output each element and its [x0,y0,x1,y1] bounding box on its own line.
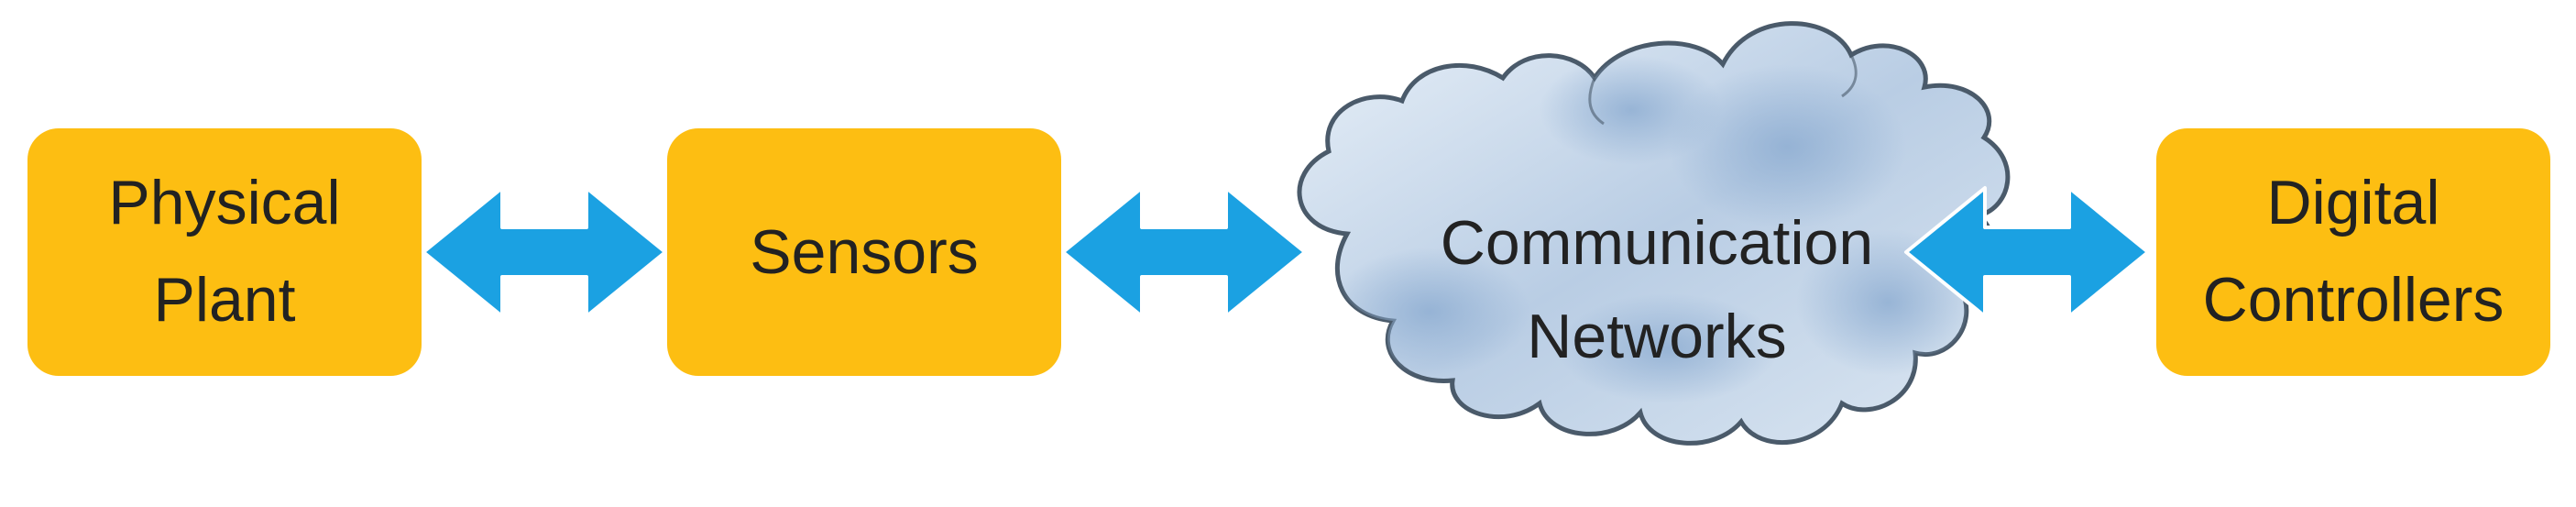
node-communication-networks: Communication Networks [1297,21,2011,446]
arrow-sensors-network [1061,186,1307,318]
cloud-inner-line [1588,77,1605,126]
cloud-inner-line [1841,54,1858,98]
digital-controllers-box [2156,128,2550,376]
physical-plant-label-line2: Plant [154,265,296,335]
bidirectional-arrow-icon [422,186,667,318]
sensors-box [667,128,1061,376]
sensors-label: Sensors [750,217,978,287]
physical-plant-box [27,128,422,376]
node-digital-controllers: Digital Controllers [2156,128,2550,376]
digital-controllers-label-line2: Controllers [2203,265,2505,335]
digital-controllers-label-line1: Digital [2267,168,2440,237]
arrow-plant-sensors [422,186,667,318]
bidirectional-arrow-icon [1061,186,1307,318]
node-sensors: Sensors [667,128,1061,376]
node-physical-plant: Physical Plant [27,128,422,376]
physical-plant-label-line1: Physical [108,168,340,237]
communication-networks-label-line1: Communication [1441,208,1873,278]
bidirectional-arrow-icon [1904,186,2150,318]
arrow-network-controllers [1904,186,2150,318]
communication-networks-label-line2: Networks [1527,302,1786,371]
